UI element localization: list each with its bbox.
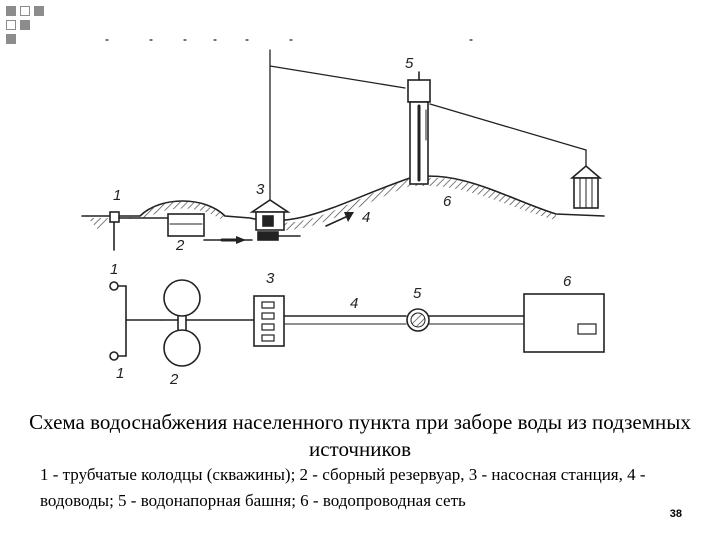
corner-square (6, 6, 16, 16)
reservoir-profile (129, 213, 205, 237)
slide-title: Схема водоснабжения населенного пункта п… (29, 410, 691, 461)
plan-network (523, 293, 605, 353)
network-building-profile (569, 164, 603, 209)
slide-legend: 1 - трубчатые колодцы (скважины); 2 - сб… (40, 465, 646, 510)
water-tower-profile (407, 71, 431, 185)
well-profile (109, 211, 131, 251)
plan-well-bottom (109, 351, 119, 361)
plan-view (109, 279, 605, 367)
label-well-top-plan: 1 (110, 261, 118, 278)
plan-reservoir-top (163, 279, 201, 317)
label-tower-plan: 5 (413, 285, 422, 302)
plan-well-top (109, 281, 119, 291)
label-reservoir-plan: 2 (169, 371, 179, 388)
water-supply-diagram: 1 2 3 4 5 6 1 1 2 3 4 5 6 (81, 39, 605, 388)
label-conduit-plan: 4 (350, 295, 358, 312)
label-pump-profile: 3 (256, 181, 265, 198)
label-wells-profile: 1 (113, 187, 121, 204)
pressure-line (269, 49, 587, 206)
pump-station-profile (249, 199, 301, 241)
label-tower-profile: 5 (405, 55, 414, 72)
label-pump-plan: 3 (266, 270, 275, 287)
corner-square (6, 34, 16, 44)
corner-square (6, 20, 16, 30)
label-reservoir-profile: 2 (175, 237, 185, 254)
label-network-profile: 6 (443, 193, 452, 210)
conduit-arrow (325, 212, 354, 227)
corner-square (34, 6, 44, 16)
corner-square (20, 20, 30, 30)
suction-pipe (203, 236, 253, 244)
plan-reservoir-bottom (163, 329, 201, 367)
corner-square (20, 6, 30, 16)
page-number: 38 (669, 508, 682, 520)
ground-hatch-left (88, 218, 108, 232)
label-well-bottom-plan: 1 (116, 365, 124, 382)
label-conduit-profile: 4 (362, 209, 370, 226)
label-network-plan: 6 (563, 273, 572, 290)
